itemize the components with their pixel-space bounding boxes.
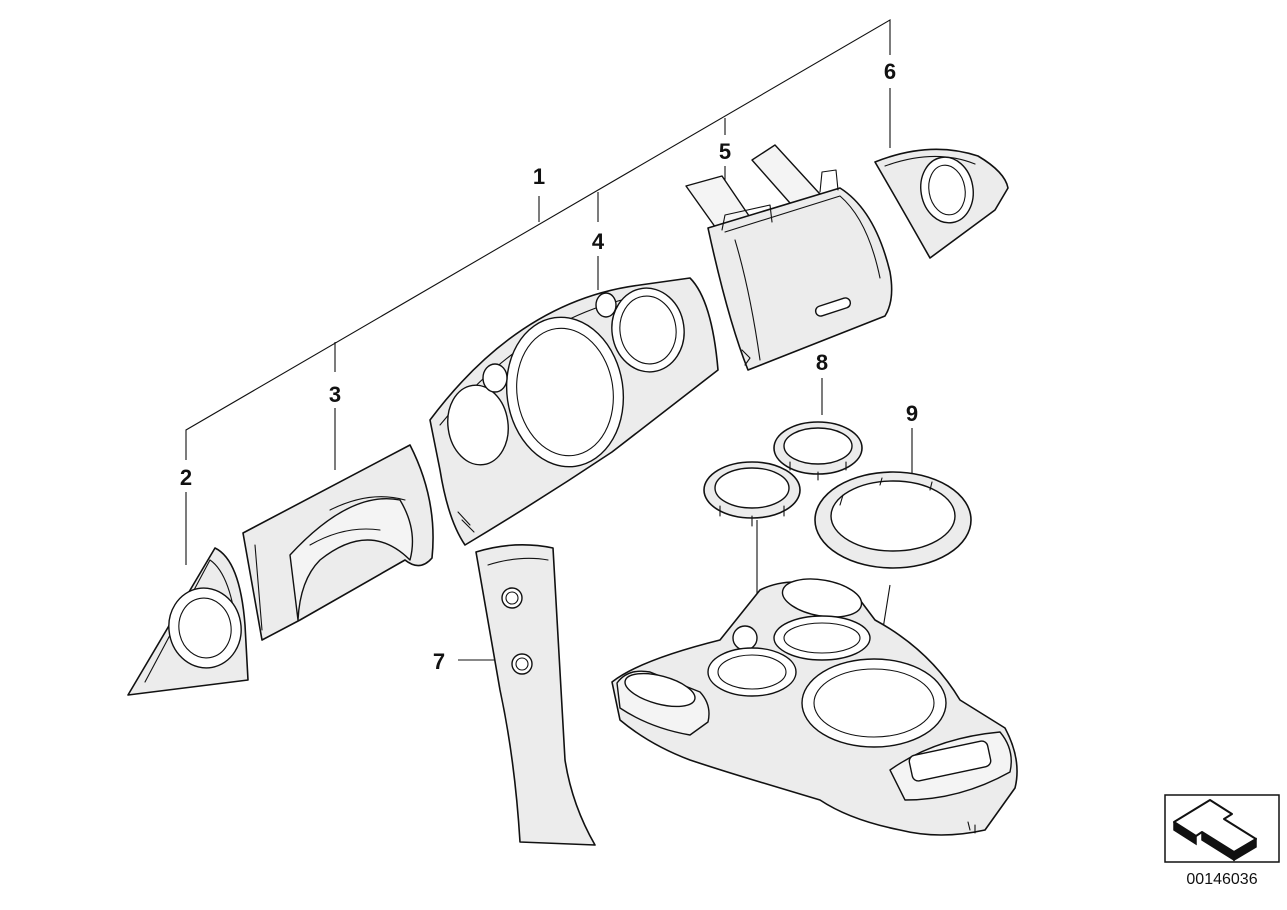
- part-2-left-vent-trim: [127, 547, 249, 696]
- callout-9: 9: [906, 401, 918, 426]
- callout-6: 6: [884, 59, 896, 84]
- part-9-large-trim-ring: [814, 471, 972, 569]
- callout-3: 3: [329, 382, 341, 407]
- document-number: 00146036: [1186, 871, 1257, 888]
- arrow-icon: [1164, 794, 1280, 863]
- part-8-trim-ring-lower: [703, 461, 801, 527]
- part-3-steering-trim: [242, 444, 434, 641]
- callout-1: 1: [533, 164, 545, 189]
- part-6-right-vent-trim: [874, 148, 1009, 259]
- callout-8: 8: [816, 350, 828, 375]
- part-4-instrument-panel: [429, 277, 719, 546]
- part-7-a-pillar-trim: [475, 544, 596, 846]
- callout-4: 4: [592, 229, 605, 254]
- part-5-glove-box: [685, 144, 893, 371]
- part-8-trim-ring-upper: [773, 421, 863, 481]
- callout-5: 5: [719, 139, 731, 164]
- callout-7: 7: [433, 649, 445, 674]
- center-console: [611, 578, 1018, 836]
- callout-2: 2: [180, 465, 192, 490]
- callout-labels: 1 2 3 4 5 6 7 8 9: [180, 59, 918, 674]
